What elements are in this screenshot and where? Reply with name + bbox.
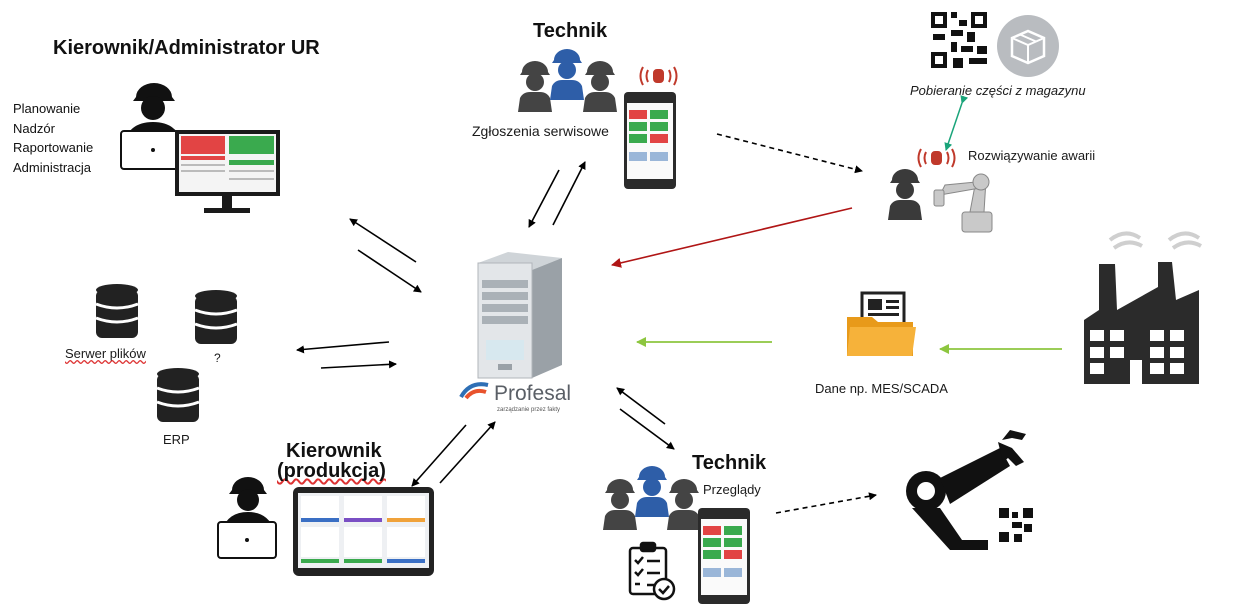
database-icon	[155, 366, 201, 424]
technician-top-title: Technik	[533, 20, 608, 42]
arrow	[357, 249, 422, 293]
unknown-system-label: ?	[214, 351, 221, 365]
brand-name: Profesal	[494, 382, 572, 405]
checklist-icon	[628, 541, 676, 601]
arrow	[439, 421, 496, 484]
admin-title: Kierownik/Administrator UR	[53, 37, 320, 59]
admin-task: Nadzór	[13, 120, 55, 136]
tablet-icon	[293, 487, 434, 576]
failure-caption: Rozwiązywanie awarii	[968, 148, 1096, 163]
factory-icon	[1084, 231, 1202, 384]
file-server-text: Serwer plików	[65, 346, 146, 361]
red-arrow	[611, 207, 853, 268]
admin-worker-laptop-icon	[120, 83, 186, 170]
brand-tagline: zarządzanie przez fakty	[497, 407, 561, 413]
manager-title-line2: (produkcja)	[277, 461, 386, 481]
admin-task-list: Planowanie Nadzór Raportowanie Administr…	[13, 99, 93, 177]
arrow	[528, 169, 560, 228]
technician-icon	[888, 169, 922, 220]
arrow	[616, 387, 666, 425]
database-icon	[94, 282, 140, 340]
admin-task: Raportowanie	[13, 140, 94, 155]
technician-top-caption: Zgłoszenia serwisowe	[472, 123, 609, 139]
admin-task: Planowanie	[13, 101, 81, 116]
warehouse-caption: Pobieranie części z magazynu	[910, 83, 1086, 98]
smartphone-icon	[624, 92, 676, 189]
dashed-arrow	[716, 133, 863, 174]
profesal-logo-icon	[459, 382, 489, 400]
arrow	[296, 341, 390, 354]
database-icon	[193, 288, 239, 346]
alarm-icon	[917, 148, 956, 168]
file-server-label: Serwer plików	[65, 346, 146, 361]
dashed-arrow	[775, 492, 877, 514]
industrial-robot-arm-icon	[906, 430, 1033, 550]
arrow	[411, 424, 467, 487]
package-icon	[997, 15, 1059, 77]
server-icon	[477, 252, 562, 379]
smartphone-icon	[698, 508, 750, 604]
manager-title-line1: Kierownik	[286, 440, 382, 462]
qr-code-icon	[931, 12, 987, 68]
alarm-icon	[639, 66, 678, 86]
robot-arm-icon	[933, 173, 993, 233]
arrow	[320, 360, 397, 369]
arrow	[619, 408, 675, 450]
arrow	[552, 161, 586, 226]
manager-worker-laptop-icon	[217, 477, 277, 559]
technician-group-icon	[603, 466, 701, 530]
admin-task: Administracja	[13, 159, 92, 175]
data-source-caption: Dane np. MES/SCADA	[815, 381, 948, 396]
manager-title-line2-text: (produkcja)	[277, 460, 386, 482]
technician-bottom-title: Technik	[692, 452, 767, 474]
arrow	[349, 218, 417, 263]
technician-bottom-caption: Przeglądy	[703, 482, 761, 497]
erp-label: ERP	[163, 432, 190, 447]
technician-group-icon	[518, 49, 617, 112]
desktop-monitor-icon	[175, 130, 280, 213]
folder-document-icon	[847, 291, 916, 356]
